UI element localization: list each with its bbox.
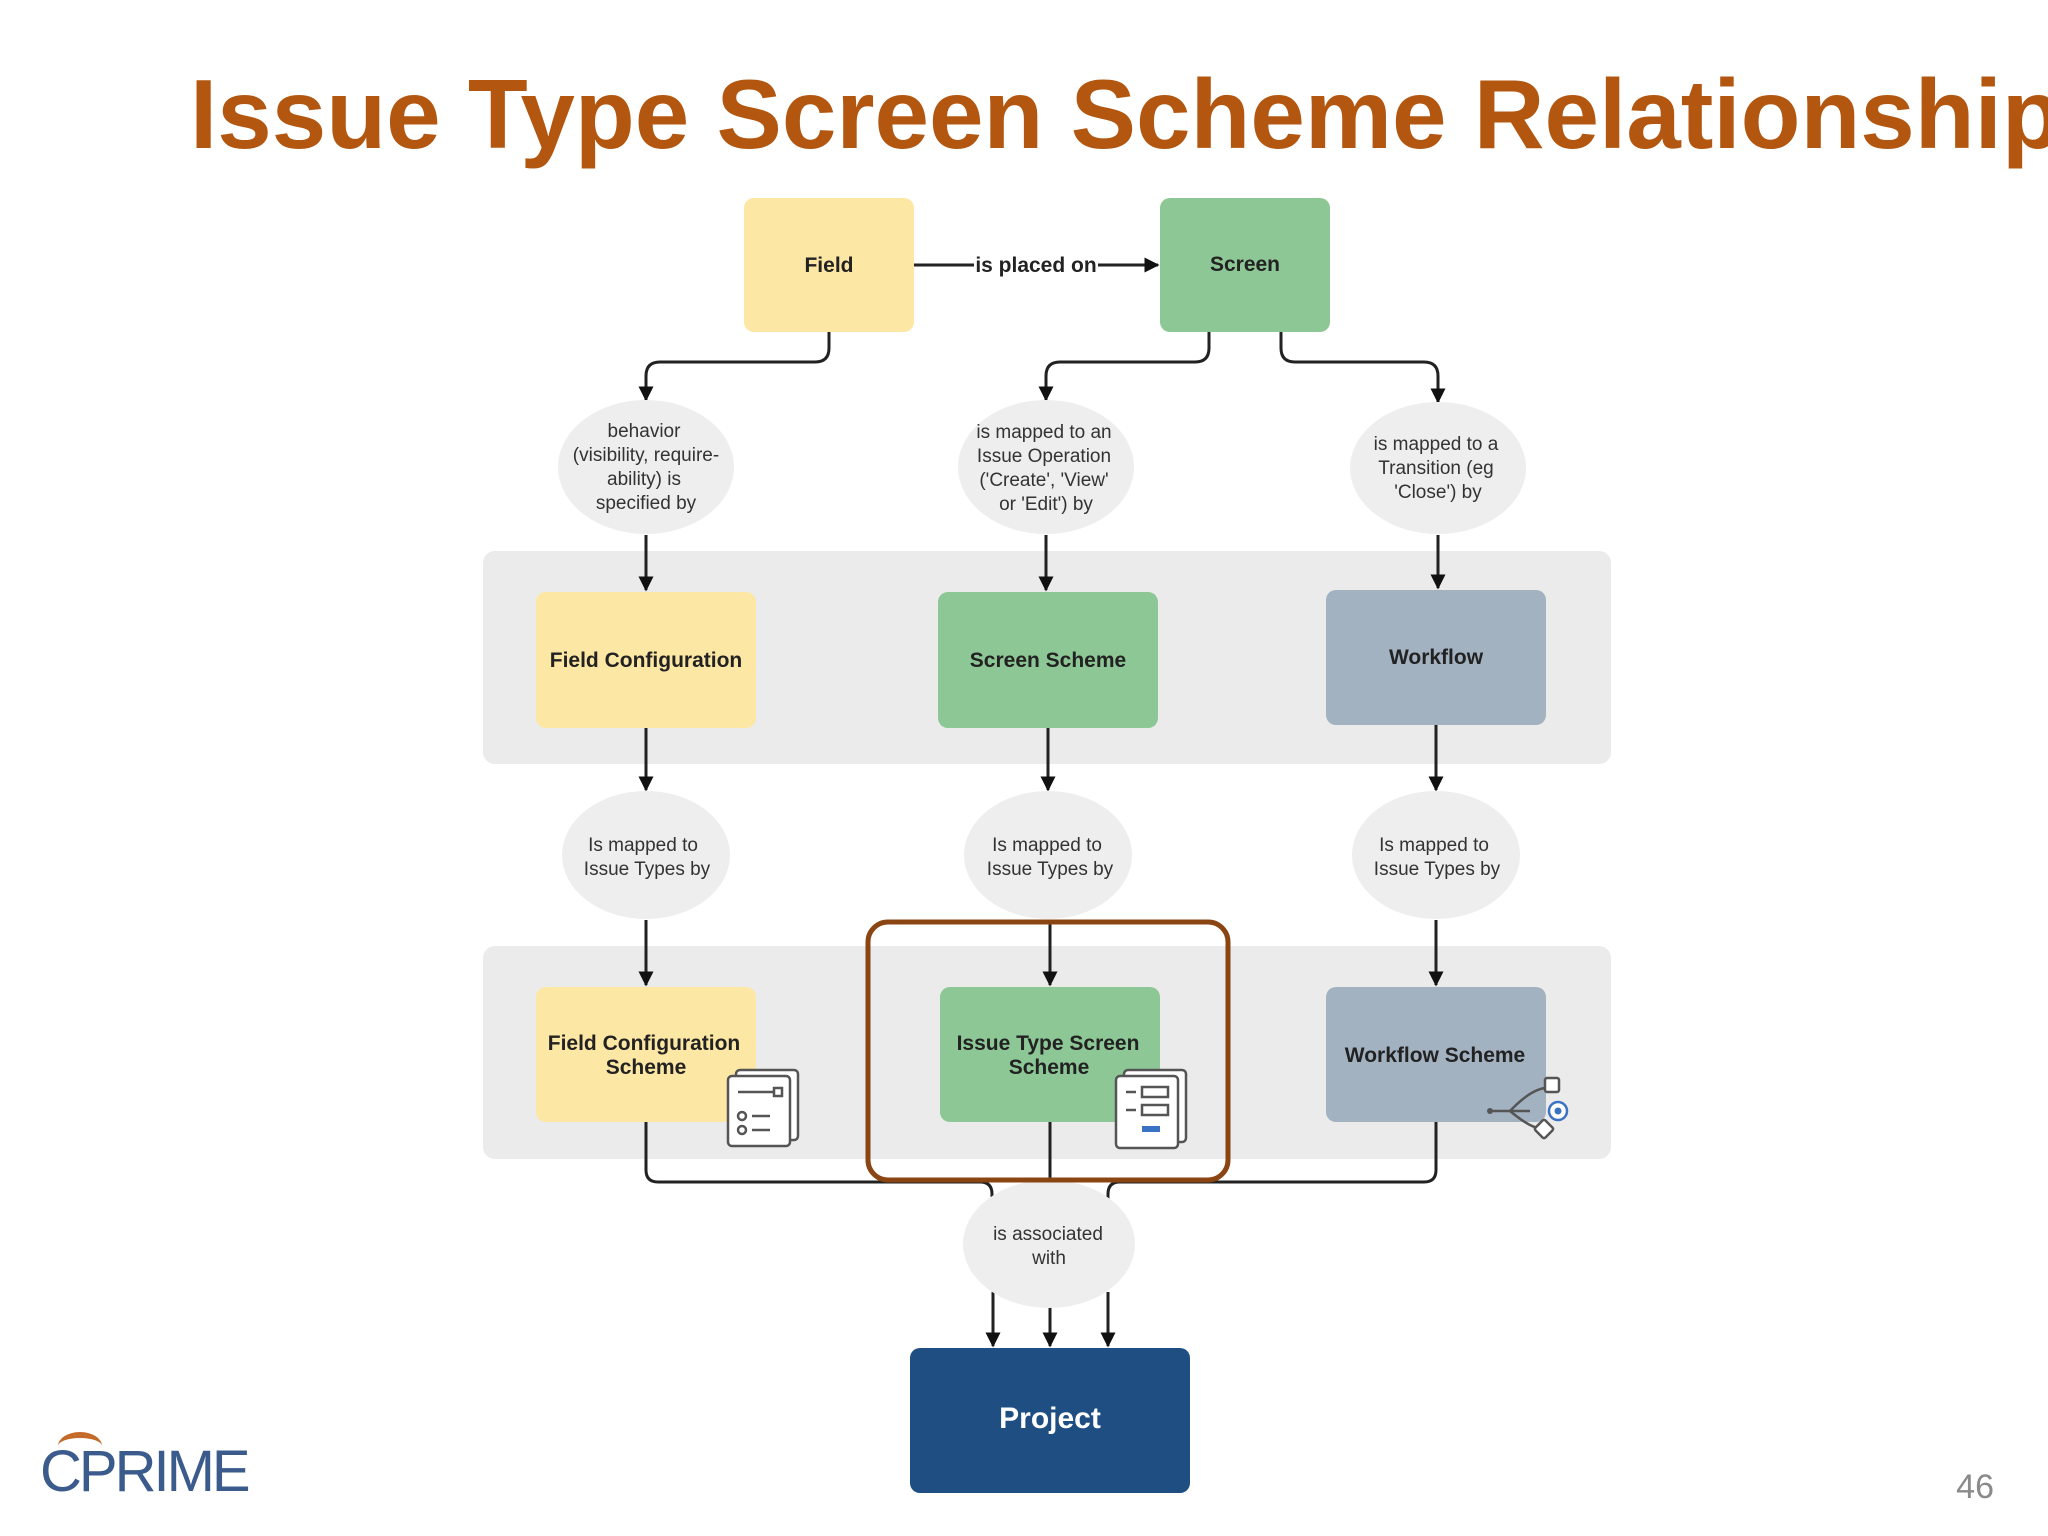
svg-text:(visibility, require-: (visibility, require- — [573, 445, 719, 466]
label-associated: is associated with — [963, 1180, 1135, 1308]
svg-text:('Create', 'View': ('Create', 'View' — [979, 470, 1108, 491]
node-field: Field — [744, 198, 914, 332]
svg-text:Field Configuration: Field Configuration — [548, 1032, 740, 1055]
line-ws-down — [1106, 1122, 1438, 1200]
svg-text:'Close') by: 'Close') by — [1394, 482, 1482, 503]
svg-text:is mapped to an: is mapped to an — [976, 422, 1111, 443]
svg-text:Screen Scheme: Screen Scheme — [970, 649, 1126, 672]
node-issue-type-screen-scheme: Issue Type Screen Scheme — [940, 987, 1160, 1122]
node-field-configuration: Field Configuration — [536, 592, 756, 728]
svg-text:Screen: Screen — [1210, 253, 1280, 276]
arrow-screen-to-operation — [1038, 332, 1211, 402]
label-mapped-field: Is mapped to Issue Types by — [562, 791, 730, 919]
svg-text:Workflow Scheme: Workflow Scheme — [1345, 1044, 1526, 1067]
page-number: 46 — [1956, 1468, 1994, 1506]
connectors — [638, 257, 1446, 1348]
svg-text:Issue Types by: Issue Types by — [987, 859, 1114, 880]
label-issue-operation: is mapped to an Issue Operation ('Create… — [958, 400, 1134, 534]
svg-text:Scheme: Scheme — [606, 1056, 687, 1079]
node-screen-scheme: Screen Scheme — [938, 592, 1158, 728]
svg-text:Is mapped to: Is mapped to — [992, 835, 1102, 856]
workflow-branch-icon — [1487, 1076, 1569, 1140]
svg-text:Workflow: Workflow — [1389, 646, 1484, 669]
slide-title: Issue Type Screen Scheme Relationships — [190, 59, 2048, 169]
svg-text:with: with — [1031, 1248, 1066, 1269]
svg-text:specified by: specified by — [596, 493, 697, 514]
label-transition: is mapped to a Transition (eg 'Close') b… — [1350, 402, 1526, 534]
arrow-field-to-behavior — [638, 332, 831, 402]
logo-arc — [58, 1432, 102, 1460]
svg-text:or 'Edit') by: or 'Edit') by — [999, 494, 1093, 515]
label-mapped-screen: Is mapped to Issue Types by — [964, 791, 1132, 919]
node-workflow-scheme: Workflow Scheme — [1326, 987, 1546, 1122]
svg-text:Scheme: Scheme — [1009, 1056, 1090, 1079]
line-fcs-down — [644, 1122, 994, 1200]
svg-text:behavior: behavior — [608, 421, 682, 442]
form-document-icon — [726, 1068, 800, 1148]
node-workflow: Workflow — [1326, 590, 1546, 725]
placed-on-label: is placed on — [975, 254, 1096, 277]
arrow-screen-to-transition — [1279, 332, 1446, 404]
cprime-logo: CPRIME — [40, 1432, 251, 1505]
svg-text:ability) is: ability) is — [607, 469, 681, 490]
node-field-configuration-scheme: Field Configuration Scheme — [536, 987, 756, 1122]
svg-text:Issue Type Screen: Issue Type Screen — [957, 1032, 1140, 1055]
svg-text:Transition (eg: Transition (eg — [1378, 458, 1493, 479]
svg-text:Project: Project — [999, 1402, 1101, 1435]
svg-text:Issue Types by: Issue Types by — [584, 859, 711, 880]
svg-text:Issue Operation: Issue Operation — [977, 446, 1111, 467]
label-behavior: behavior (visibility, require- ability) … — [558, 400, 734, 534]
placed-on-label-bg — [974, 248, 1098, 280]
node-project: Project — [910, 1348, 1190, 1493]
svg-text:is associated: is associated — [993, 1224, 1103, 1245]
svg-text:Is mapped to: Is mapped to — [1379, 835, 1489, 856]
svg-text:Is mapped to: Is mapped to — [588, 835, 698, 856]
svg-text:Field: Field — [804, 254, 853, 277]
label-mapped-workflow: Is mapped to Issue Types by — [1352, 791, 1520, 919]
svg-text:Issue Types by: Issue Types by — [1374, 859, 1501, 880]
layout-document-icon — [1114, 1068, 1188, 1150]
highlight-box — [865, 919, 1231, 1183]
svg-text:Field Configuration: Field Configuration — [550, 649, 742, 672]
node-screen: Screen — [1160, 198, 1330, 332]
svg-text:is mapped to a: is mapped to a — [1374, 434, 1499, 455]
